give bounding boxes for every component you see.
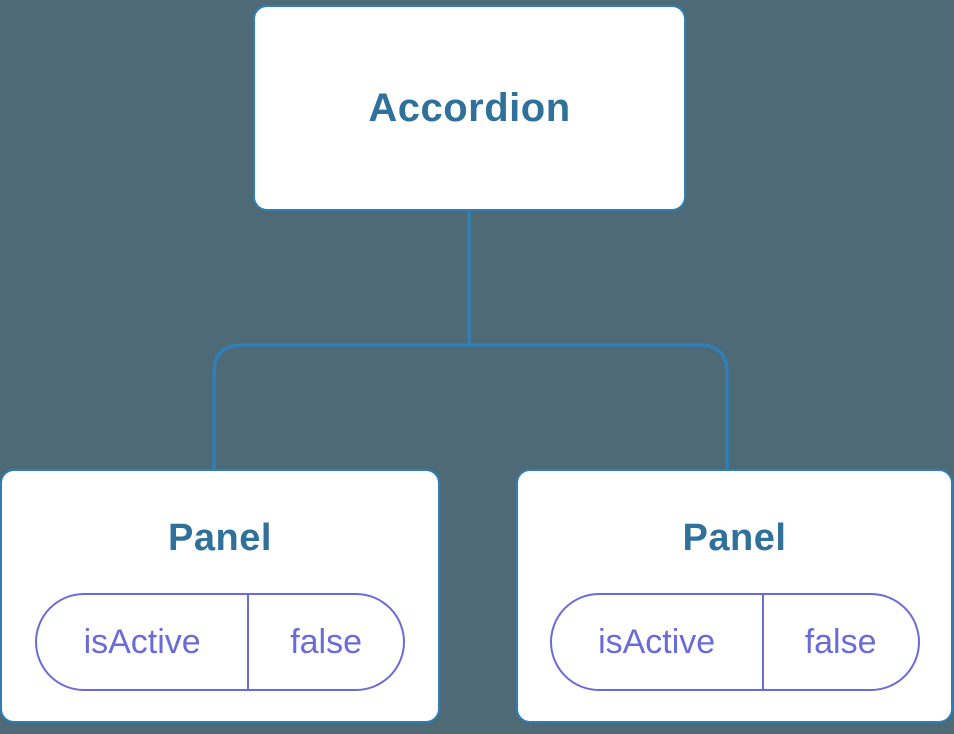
panel-node-left: Panel isActive false: [0, 469, 440, 723]
state-pill: isActive false: [549, 593, 920, 691]
state-key-cell: isActive: [552, 595, 764, 689]
panel-label: Panel: [168, 517, 272, 559]
state-pill: isActive false: [35, 593, 405, 691]
accordion-node: Accordion: [253, 5, 686, 211]
panel-node-right: Panel isActive false: [516, 469, 953, 723]
state-value-cell: false: [804, 622, 877, 661]
state-key-cell: isActive: [37, 595, 250, 689]
state-value-cell: false: [290, 622, 363, 661]
connector-branch: [212, 343, 729, 471]
panel-label: Panel: [682, 517, 787, 559]
accordion-label: Accordion: [368, 85, 571, 130]
